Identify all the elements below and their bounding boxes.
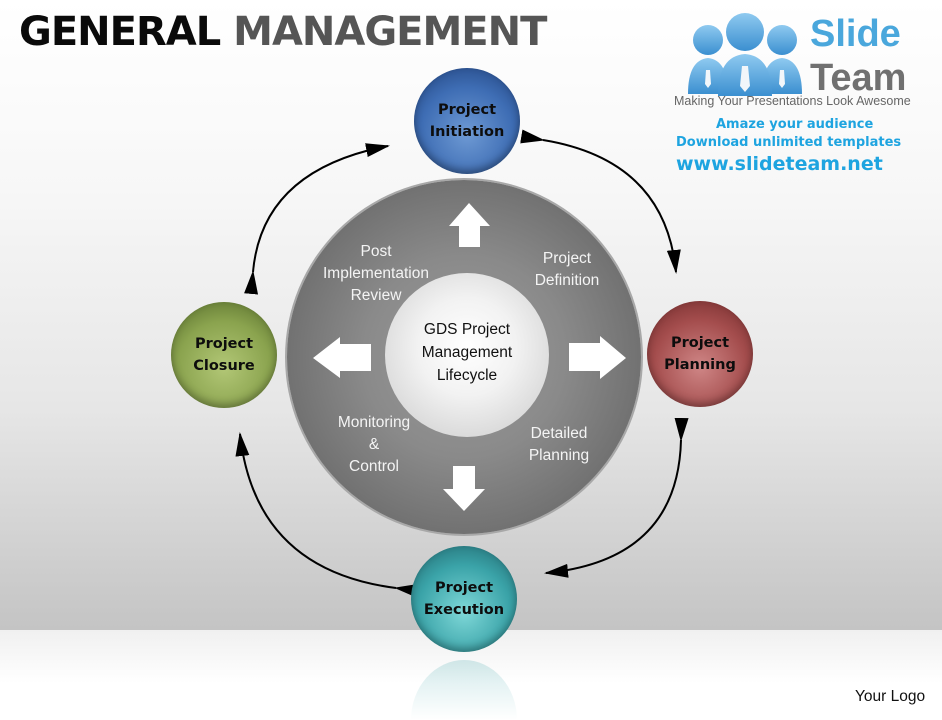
ring-label-monitoring-control: Monitoring & Control [322, 412, 426, 478]
phase-project-closure[interactable]: Project Closure [171, 302, 277, 408]
phase-label-line: Project [194, 336, 254, 352]
phase-label-line: Project [434, 580, 494, 596]
phase-label-line: Closure [193, 358, 255, 374]
ring-label-project-definition: Project Definition [522, 248, 612, 292]
lifecycle-hub [385, 273, 549, 437]
phase-label: Project Execution [424, 577, 504, 621]
logo-word-team: Team [810, 57, 907, 99]
phase-label: Project Initiation [430, 99, 505, 143]
phase-label-line: Project [670, 335, 730, 351]
phase-label-line: Execution [423, 602, 505, 618]
your-logo-placeholder: Your Logo [855, 688, 926, 705]
title-part-1: GENERAL [19, 9, 221, 55]
phase-label-line: Initiation [429, 124, 505, 140]
hub-label-line: GDS Project [423, 321, 511, 338]
hub-label: GDS Project Management Lifecycle [385, 318, 549, 387]
logo-word-slide: Slide [810, 13, 901, 55]
title-part-2: MANAGEMENT [233, 9, 547, 55]
arrow-right-icon [569, 336, 626, 379]
ring-label-line: Post [360, 243, 392, 260]
ring-label-line: & [368, 436, 380, 453]
ring-label-line: Control [349, 458, 399, 475]
ring-label-line: Monitoring [337, 414, 411, 431]
ring-label-line: Detailed [530, 425, 588, 442]
arrow-up-icon [449, 203, 490, 247]
logo-tagline: Making Your Presentations Look Awesome [674, 94, 911, 108]
phase-project-planning[interactable]: Project Planning [647, 301, 753, 407]
phase-project-initiation[interactable]: Project Initiation [414, 68, 520, 174]
ring-label-detailed-planning: Detailed Planning [516, 423, 602, 467]
hub-label-line: Lifecycle [436, 367, 498, 384]
connector-closure-initiation [244, 143, 390, 295]
connector-planning-execution [544, 417, 689, 578]
people-group-icon [688, 13, 802, 96]
ring-label-line: Review [350, 287, 402, 304]
phase-label: Project Closure [193, 333, 255, 377]
ring-label-line: Implementation [323, 265, 429, 282]
logo-url-link[interactable]: www.slideteam.net [676, 153, 883, 175]
phase-project-execution[interactable]: Project Execution [411, 546, 517, 652]
ring-label-line: Project [542, 250, 592, 267]
ring-label-line: Definition [534, 272, 600, 289]
ring-label-line: Planning [528, 447, 590, 464]
arrow-left-icon [313, 337, 371, 378]
phase-label-line: Planning [664, 357, 736, 373]
connector-execution-closure [235, 432, 419, 598]
ring-label-post-implementation-review: Post Implementation Review [310, 241, 442, 307]
phase-label: Project Planning [664, 332, 736, 376]
arrow-down-icon [443, 466, 485, 511]
slideteam-logo[interactable]: Slide Team Making Your Presentations Loo… [672, 6, 942, 176]
logo-promo-line-1: Amaze your audience [716, 117, 874, 132]
connector-initiation-planning [520, 129, 681, 274]
hub-label-line: Management [421, 344, 513, 361]
page-title: GENERAL MANAGEMENT [19, 6, 547, 58]
phase-label-line: Project [437, 102, 497, 118]
logo-promo-line-2: Download unlimited templates [676, 135, 902, 150]
